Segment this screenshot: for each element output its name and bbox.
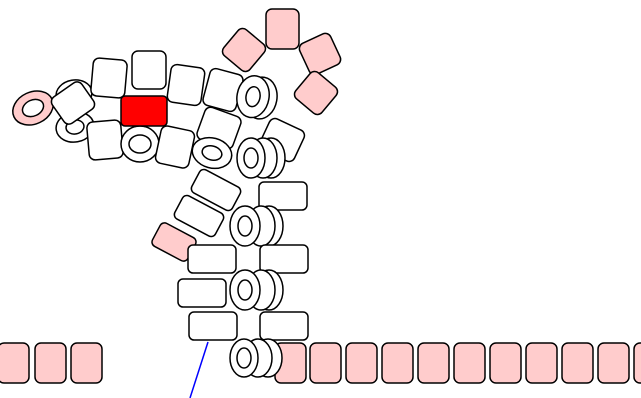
ring-bead <box>191 136 233 170</box>
pink-block <box>293 70 339 116</box>
ring-bead <box>120 125 160 163</box>
column-structure <box>151 168 309 378</box>
selected-block[interactable] <box>120 95 168 127</box>
white-block <box>177 278 227 308</box>
pink-floor-block <box>381 342 414 384</box>
pink-floor-block <box>345 342 378 384</box>
pink-floor-block <box>633 342 641 384</box>
ring-bead <box>229 269 284 311</box>
pink-floor-block <box>70 342 103 384</box>
white-block <box>131 50 167 90</box>
pink-ring-bead <box>12 90 54 126</box>
ring-bead <box>229 338 283 378</box>
pink-floor-block <box>0 342 30 384</box>
white-block <box>259 244 309 274</box>
pink-block <box>265 8 300 50</box>
white-block <box>50 81 96 125</box>
white-block <box>188 311 238 341</box>
ring-bead <box>229 205 284 247</box>
pink-floor-block <box>561 342 594 384</box>
ring-bead <box>236 137 286 179</box>
ring-bead <box>236 75 278 120</box>
white-block <box>154 125 196 169</box>
aim-line <box>189 341 209 398</box>
pink-floor-block <box>309 342 342 384</box>
floor-left <box>0 342 103 384</box>
pink-floor-block <box>417 342 450 384</box>
pink-floor-block <box>597 342 630 384</box>
white-block <box>259 311 309 341</box>
pink-floor-block <box>489 342 522 384</box>
pink-block <box>298 32 342 76</box>
white-block <box>90 57 128 99</box>
pink-floor-block <box>453 342 486 384</box>
white-block <box>166 63 206 107</box>
white-block <box>187 244 237 274</box>
white-block <box>190 168 242 212</box>
white-block <box>86 119 124 161</box>
white-block <box>258 181 308 211</box>
pink-cluster-top <box>221 8 342 116</box>
white-block <box>173 194 225 238</box>
pink-block <box>221 27 267 73</box>
pink-floor-block <box>34 342 67 384</box>
floor-right <box>274 342 641 384</box>
arm-structure <box>50 50 306 179</box>
pink-floor-block <box>525 342 558 384</box>
